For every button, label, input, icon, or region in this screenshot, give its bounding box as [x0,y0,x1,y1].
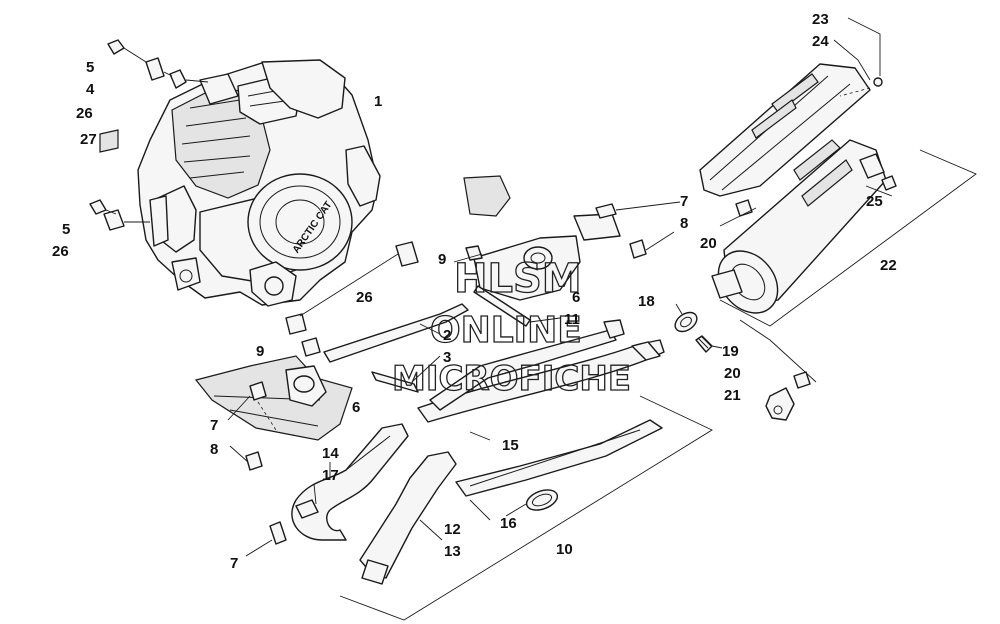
callout-15: 15 [502,437,519,454]
muffler [711,139,977,327]
upper-mount-bracket [453,175,681,301]
engine-mount-hardware [89,39,419,335]
bolt-11 [473,285,531,327]
callout-1: 1 [374,93,382,110]
watermark-line-3: MICROFICHE [392,359,631,399]
bushing-26-mid [395,241,419,267]
bolt-7-upper [595,203,617,219]
bolt-5-lower [89,199,107,215]
watermark-line-1: HLSM [454,256,582,302]
grommet-25 [881,175,897,191]
bushing-26-lowmid [285,313,307,335]
bolt-7-lower [249,381,267,401]
front-pipe-14 [291,423,409,541]
engine: ARCTIC CAT [137,59,381,307]
callout-6-upper: 6 [572,289,580,306]
bushing-26-lower [103,209,125,231]
lower-mount-plate [194,337,353,471]
callout-25: 25 [866,193,883,210]
callout-17: 17 [322,467,339,484]
clamp-16 [525,489,559,511]
callout-8-upper: 8 [680,215,688,232]
nut-9-lower [301,337,321,357]
callout-21: 21 [724,387,741,404]
callout-20-upper: 20 [700,235,717,252]
heat-shield [699,63,883,197]
callout-4: 4 [86,81,95,98]
callout-12: 12 [444,521,461,538]
screw-23 [873,77,883,87]
callout-8-lower: 8 [210,441,218,458]
nut-20-lower [793,371,811,389]
washer-27 [99,129,119,153]
callout-3: 3 [443,349,451,366]
watermark: HLSM ONLINE MICROFICHE [391,255,631,399]
group-bracket-10 [339,395,713,621]
callout-20-lower: 20 [724,365,741,382]
callout-13: 13 [444,543,461,560]
crossover-pipe [429,319,661,411]
clamps [245,431,559,557]
callout-26-lower: 26 [52,243,69,260]
callout-26-mid: 26 [356,289,373,306]
callout-11: 11 [564,311,580,328]
callout-26-top: 26 [76,105,93,122]
nut-8-upper [629,239,647,259]
callout-23: 23 [812,11,829,28]
y-pipe-15 [417,339,665,497]
bracket-21 [765,387,795,421]
gasket-17 [295,499,319,519]
callout-14: 14 [322,445,339,462]
callout-labels: 1 2 3 4 5 5 6 6 7 7 7 8 8 9 9 10 11 12 1… [52,11,897,572]
callout-16: 16 [500,515,517,532]
callout-6-lower: 6 [352,399,360,416]
bolt-5-top [107,39,125,55]
callout-19: 19 [722,343,739,360]
bolt-7-pipe [269,521,287,545]
callout-7-pipe: 7 [230,555,238,572]
support-rods [323,285,561,393]
watermark-line-2: ONLINE [430,310,582,351]
callout-7-upper: 7 [680,193,688,210]
callout-2: 2 [443,327,451,344]
callout-7-lower: 7 [210,417,218,434]
callout-27: 27 [80,131,97,148]
callout-5-top: 5 [86,59,94,76]
muffler-hardware [674,17,897,421]
nut-8-lower [245,451,263,471]
callout-9-upper: 9 [438,251,446,268]
bushing-26-top [169,69,187,89]
callout-10: 10 [556,541,573,558]
callout-18: 18 [638,293,655,310]
spacer-4 [145,57,165,81]
callout-24: 24 [812,33,829,50]
callout-9-lower: 9 [256,343,264,360]
callout-22: 22 [880,257,897,274]
nut-9-upper [465,245,483,261]
rear-pipe-13 [359,451,457,585]
gasket-18 [674,311,698,333]
callout-5-lower: 5 [62,221,70,238]
